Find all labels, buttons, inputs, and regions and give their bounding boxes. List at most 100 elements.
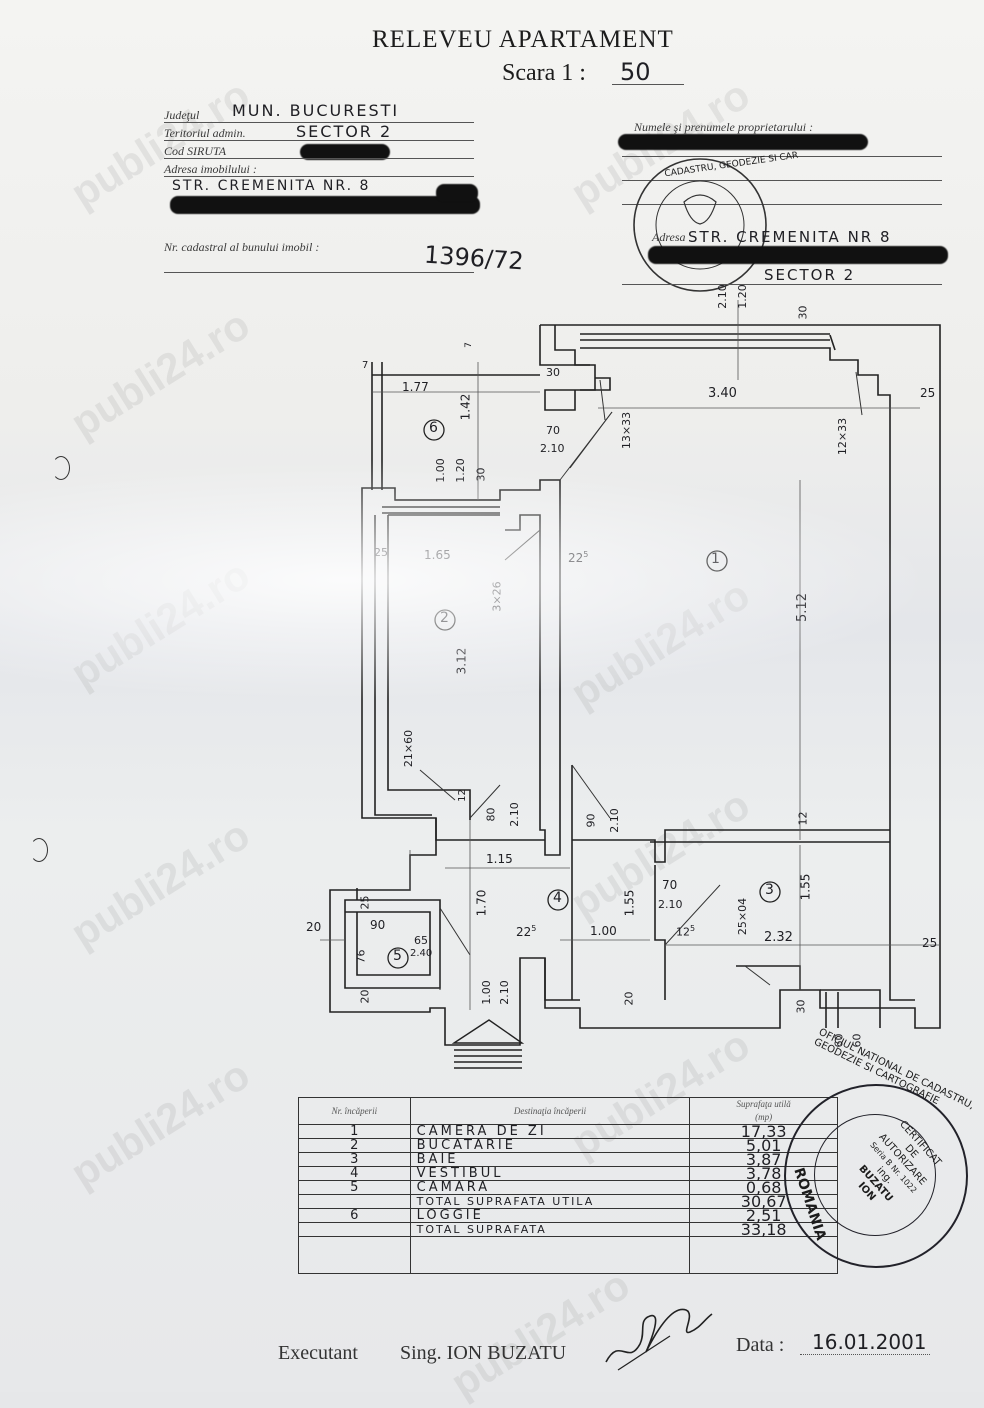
dim-label: 125	[676, 924, 695, 939]
row-name: TOTAL SUPRAFATA UTILA	[409, 1194, 691, 1209]
scale-underline	[612, 84, 684, 85]
dim-label: 1.20	[453, 458, 467, 483]
dim-label: 12×33	[836, 417, 850, 456]
dim-label: 65	[414, 934, 428, 947]
room-areas-table: Nr. încăperii Destinaţia încăperii Supra…	[298, 1097, 838, 1274]
authorization-stamp-icon	[784, 1084, 968, 1268]
room-2-label: 2	[440, 610, 449, 626]
empty-cell	[298, 1236, 411, 1274]
siruta-label: Cod SIRUTA	[164, 144, 227, 158]
scale-value: 50	[620, 58, 651, 86]
stamp-inner-ring	[814, 1114, 936, 1236]
owner-sector-value: SECTOR 2	[764, 266, 856, 284]
dim-label: 3.40	[708, 386, 737, 401]
cadastral-office-stamp-icon	[633, 158, 767, 292]
dim-label: 3.12	[454, 647, 469, 675]
dim-label: 20	[306, 920, 322, 934]
row-name: LOGGIE	[409, 1208, 691, 1223]
field-line	[164, 176, 474, 177]
dim-label-sup: 5	[583, 550, 589, 559]
dim-label: 2.32	[764, 930, 793, 945]
owner-adresa-label: Adresa	[652, 230, 686, 244]
punch-hole	[30, 838, 48, 862]
dim-label: 5.12	[794, 593, 810, 622]
dim-label: 2.10	[715, 284, 729, 309]
dim-label: 25	[920, 386, 936, 400]
dim-label: 20	[358, 989, 372, 1004]
room-5-label: 5	[393, 948, 402, 964]
row-nr: 5	[298, 1180, 411, 1195]
dim-label: 2.40	[410, 948, 433, 959]
col-header-suprafata-unit: (mp)	[755, 1112, 773, 1122]
dim-label: 22	[516, 925, 532, 939]
dim-label: 12	[796, 811, 810, 826]
field-line	[622, 284, 942, 285]
dim-label: 225	[568, 550, 588, 565]
dim-label: 2.10	[607, 808, 621, 833]
field-line	[164, 158, 474, 159]
row-name: CAMARA	[409, 1180, 691, 1195]
field-line	[164, 122, 474, 123]
field-line	[622, 204, 942, 205]
dim-label: 2.10	[540, 442, 565, 455]
row-nr: 4	[298, 1166, 411, 1181]
redaction	[300, 144, 390, 160]
field-line	[164, 272, 474, 273]
proprietar-label: Numele şi prenumele proprietarului :	[634, 120, 814, 134]
dim-label: 25	[374, 546, 388, 559]
dim-label: 30	[796, 305, 810, 320]
dim-label: 1.55	[798, 873, 813, 901]
col-header-destinatie: Destinaţia încăperii	[409, 1097, 691, 1125]
row-nr: 2	[298, 1138, 411, 1153]
field-line	[622, 156, 942, 157]
row-name: TOTAL SUPRAFATA	[409, 1222, 691, 1237]
row-nr: 3	[298, 1152, 411, 1167]
dim-label: 90	[370, 918, 386, 932]
adresa-value: STR. CREMENITA NR. 8	[172, 178, 371, 194]
row-name: BAIE	[409, 1152, 691, 1167]
dim-label: 2.10	[507, 802, 521, 827]
empty-cell	[409, 1236, 691, 1274]
dim-label: 1.42	[458, 393, 473, 421]
dim-label: 1.00	[590, 924, 617, 938]
dim-label: 1.70	[474, 889, 489, 917]
scale-label: Scara 1 :	[502, 60, 586, 86]
dim-label: 1.65	[424, 548, 451, 562]
signature-icon	[605, 1308, 713, 1371]
dim-label: 12	[676, 925, 690, 939]
row-name: CAMERA DE ZI	[409, 1124, 691, 1139]
table-row-empty	[298, 1236, 838, 1274]
table-row: 4 VESTIBUL 3,78	[298, 1166, 838, 1182]
executant-label: Executant	[278, 1342, 358, 1364]
adresa-label: Adresa imobilului :	[164, 162, 257, 176]
dim-label: 225	[516, 924, 536, 939]
dim-label: 25	[922, 936, 938, 950]
redaction	[436, 184, 478, 202]
room-6-label: 6	[429, 420, 438, 436]
owner-adresa-value: STR. CREMENITA NR 8	[688, 228, 892, 246]
dim-label: 30	[546, 366, 560, 379]
row-name: VESTIBUL	[409, 1166, 691, 1181]
dim-label: 1.20	[735, 284, 749, 309]
teritoriu-value: SECTOR 2	[296, 122, 393, 141]
row-nr	[298, 1222, 411, 1237]
room-1-label: 1	[711, 551, 720, 567]
entrance-arrow-icon	[451, 1019, 525, 1069]
room-3-label: 3	[765, 882, 774, 898]
dim-label: 25×04	[736, 897, 750, 936]
dim-label: 22	[568, 551, 584, 565]
teritoriu-label: Teritoriul admin.	[164, 126, 246, 140]
dim-label: 30	[794, 999, 808, 1014]
dim-label: 25	[358, 895, 372, 910]
data-underline	[800, 1354, 930, 1355]
dim-label: 7	[362, 360, 369, 371]
dim-label: 76	[354, 949, 368, 964]
dim-label: 12	[456, 789, 468, 802]
dim-label: 70	[662, 878, 678, 892]
redaction	[170, 196, 480, 214]
dim-label: 1.00	[479, 980, 493, 1005]
data-label: Data :	[736, 1334, 785, 1356]
judet-value: MUN. BUCURESTI	[232, 101, 400, 120]
